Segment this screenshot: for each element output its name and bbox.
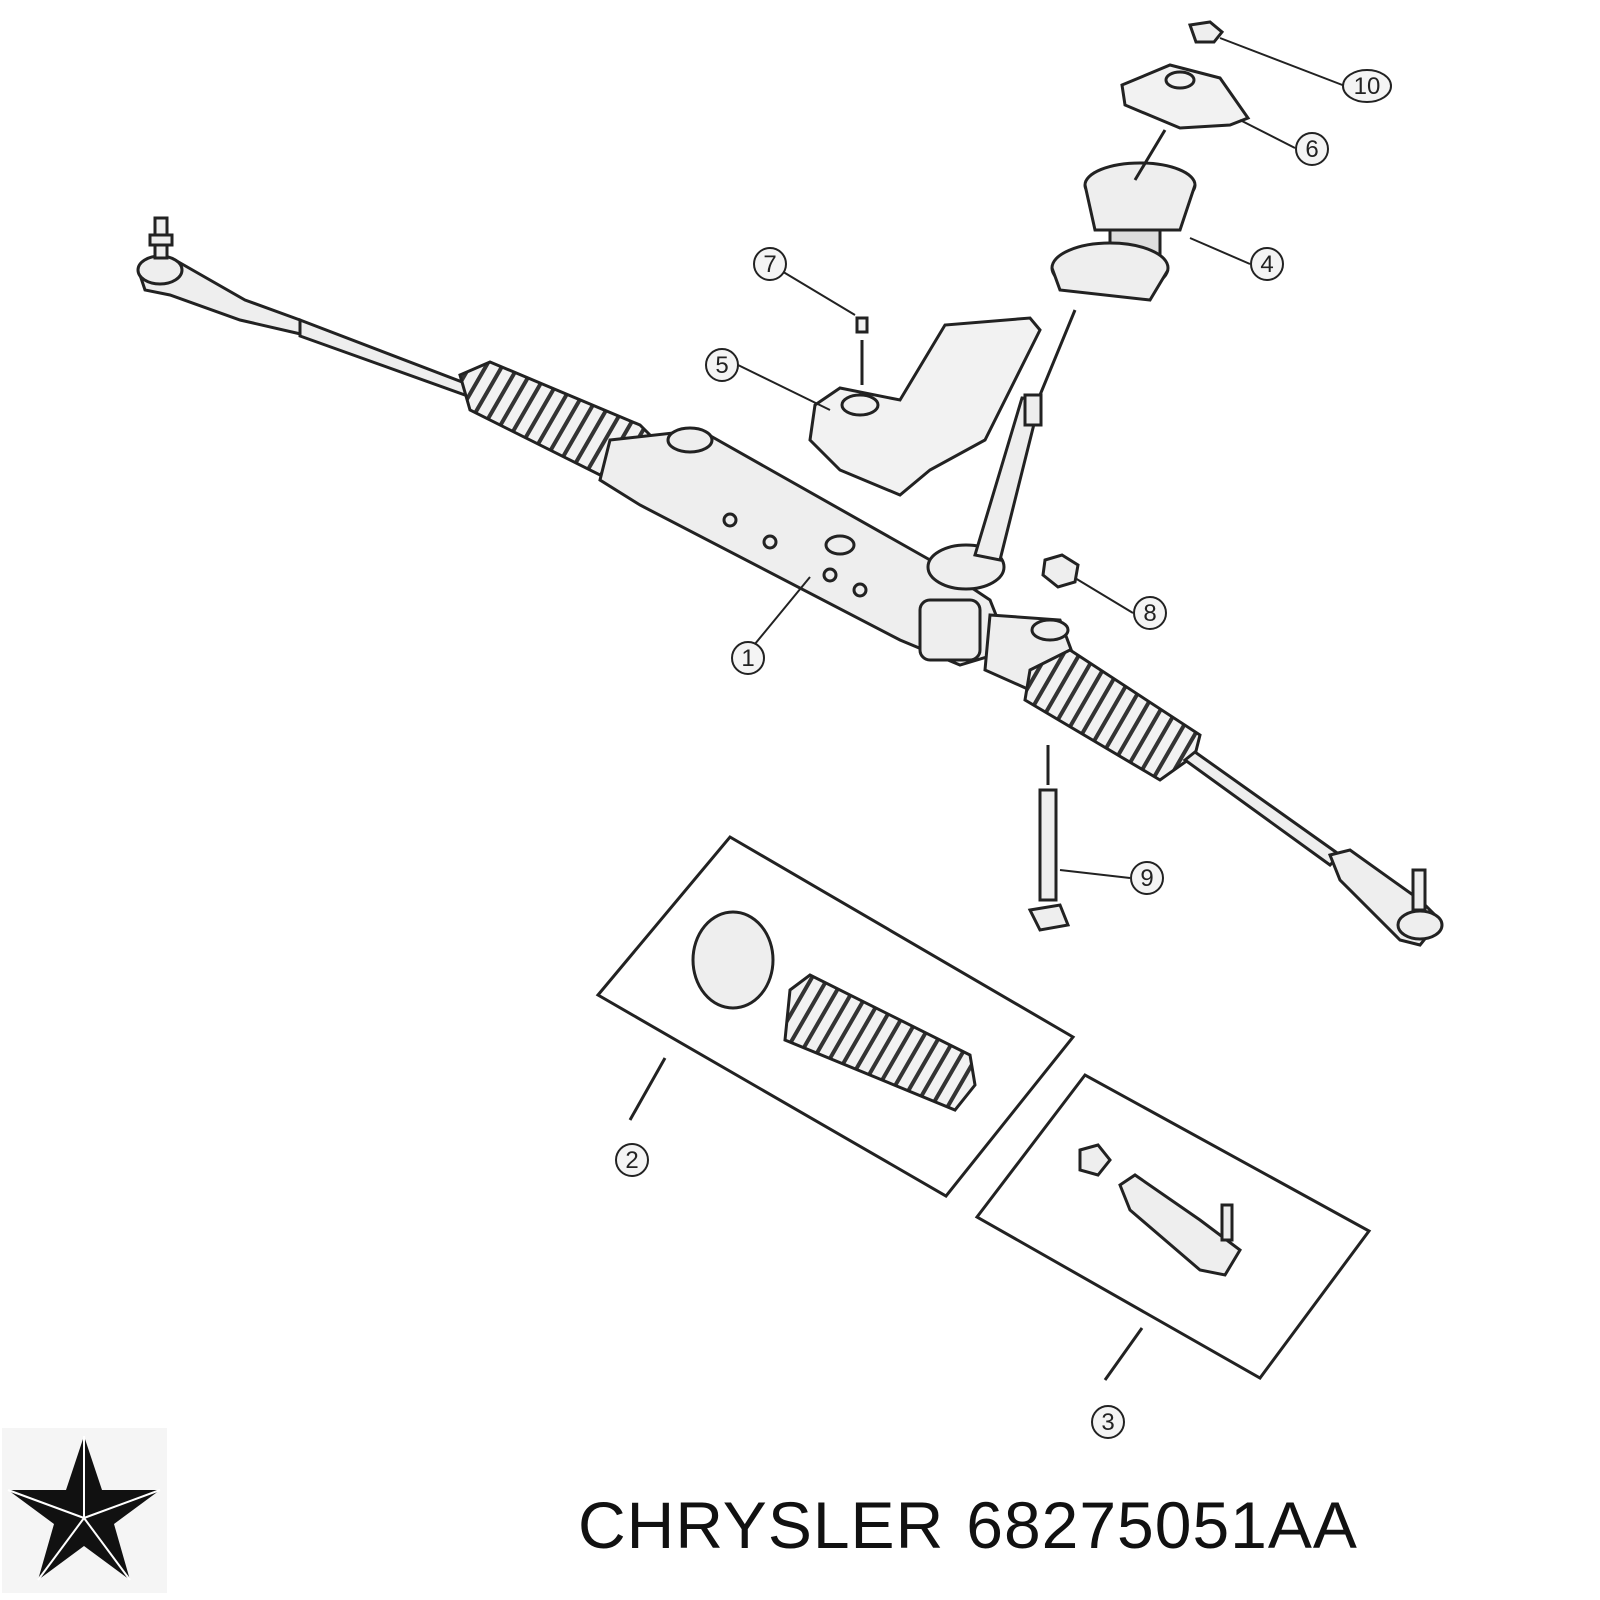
brand-name: CHRYSLER — [578, 1488, 945, 1562]
svg-text:10: 10 — [1354, 73, 1381, 100]
callout-1: 1 — [731, 641, 765, 675]
callout-6: 6 — [1295, 132, 1329, 166]
svg-text:6: 6 — [1305, 136, 1318, 163]
callout-9: 9 — [1130, 861, 1164, 895]
svg-text:9: 9 — [1140, 865, 1153, 892]
callout-3: 3 — [1091, 1405, 1125, 1439]
footer-caption: CHRYSLER 68275051AA — [578, 1487, 1380, 1563]
svg-text:3: 3 — [1101, 1409, 1114, 1436]
boot-kit-box-part-2 — [595, 835, 1076, 1198]
callout-4: 4 — [1250, 247, 1284, 281]
nut-part-8 — [1041, 553, 1080, 589]
tie-rod-kit-box-part-3 — [974, 1073, 1372, 1381]
callout-10: 10 — [1342, 69, 1392, 103]
svg-text:7: 7 — [763, 251, 776, 278]
heat-shield-part-5 — [808, 316, 1042, 497]
svg-text:4: 4 — [1260, 251, 1273, 278]
svg-text:8: 8 — [1143, 600, 1156, 627]
svg-text:5: 5 — [715, 352, 728, 379]
right-tie-rod-end — [1182, 750, 1444, 947]
nut-part-10 — [1187, 20, 1225, 44]
bearing-part-4 — [1038, 161, 1197, 396]
svg-text:2: 2 — [625, 1147, 638, 1174]
svg-text:1: 1 — [741, 645, 754, 672]
part-number: 68275051AA — [966, 1488, 1358, 1562]
cover-part-6 — [1120, 63, 1251, 181]
callout-2: 2 — [615, 1143, 649, 1177]
left-tie-rod-end — [136, 216, 473, 397]
chrysler-pentastar-icon — [2, 1428, 167, 1593]
right-bellows-boot — [1023, 648, 1202, 782]
bolt-part-9 — [1027, 745, 1071, 932]
callout-5: 5 — [705, 348, 739, 382]
rack-housing — [598, 426, 1013, 667]
callout-8: 8 — [1133, 596, 1167, 630]
callout-7: 7 — [753, 247, 787, 281]
input-shaft — [973, 393, 1043, 562]
